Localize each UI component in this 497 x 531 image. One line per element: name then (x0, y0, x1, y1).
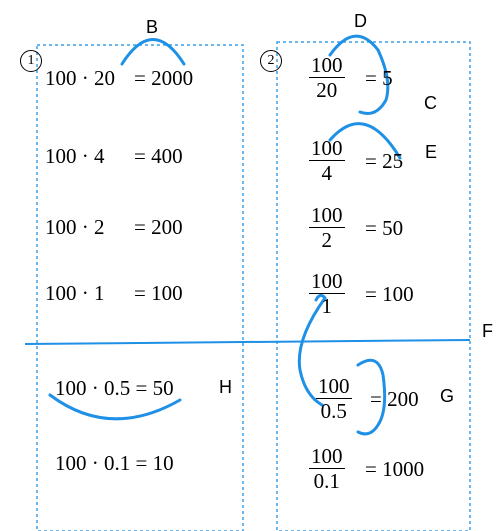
fraction-6-result: = 1000 (365, 457, 425, 481)
arc-tall-top (314, 293, 327, 302)
fraction-2: 100 4 (309, 138, 345, 184)
fraction-3: 100 2 (309, 205, 345, 251)
fraction-2-denominator: 4 (321, 161, 333, 185)
label-b: B (146, 17, 159, 37)
fraction-1: 100 20 (309, 55, 345, 101)
fraction-3-numerator: 100 (309, 203, 345, 228)
fraction-1-denominator: 20 (316, 78, 338, 102)
divider-line (24, 339, 471, 345)
fraction-6-numerator: 100 (309, 444, 345, 469)
right-dashed-box (276, 41, 471, 531)
label-h: H (219, 377, 232, 397)
left-expr-6: 100 · 0.1 = 10 (55, 451, 174, 475)
panel-number-left: 1 (20, 50, 42, 72)
left-expr-3: 100 · 2 (45, 215, 105, 239)
panel-number-right: 2 (260, 50, 282, 72)
fraction-5: 100 0.5 (316, 376, 352, 422)
left-expr-4: 100 · 1 (45, 281, 105, 305)
fraction-5-denominator: 0.5 (320, 399, 347, 423)
label-d: D (354, 11, 367, 31)
arc-tall (297, 296, 327, 407)
label-f: F (482, 321, 493, 341)
arc-b (120, 38, 186, 66)
fraction-4: 100 1 (309, 271, 345, 317)
left-result-2: = 400 (134, 144, 183, 168)
fraction-1-numerator: 100 (309, 53, 345, 78)
left-expr-1: 100 · 20 (45, 66, 115, 90)
fraction-3-denominator: 2 (321, 228, 333, 252)
fraction-6: 100 0.1 (309, 446, 345, 492)
fraction-2-numerator: 100 (309, 136, 345, 161)
left-result-1: = 2000 (134, 66, 194, 90)
arc-c (358, 48, 390, 115)
left-result-4: = 100 (134, 281, 183, 305)
fraction-4-numerator: 100 (309, 269, 345, 294)
fraction-4-result: = 100 (365, 282, 414, 306)
arc-h (48, 393, 182, 421)
fraction-2-result: = 25 (365, 149, 404, 173)
fraction-5-numerator: 100 (316, 374, 352, 399)
fraction-4-denominator: 1 (321, 294, 333, 318)
label-g: G (440, 386, 455, 406)
arc-e (328, 122, 402, 160)
fraction-1-result: = 5 (365, 66, 393, 90)
label-c: C (424, 93, 437, 113)
fraction-3-result: = 50 (365, 216, 404, 240)
left-expr-5: 100 · 0.5 = 50 (55, 376, 174, 400)
left-result-3: = 200 (134, 215, 183, 239)
fraction-5-result: = 200 (370, 387, 419, 411)
arc-g (356, 358, 387, 436)
left-expr-2: 100 · 4 (45, 144, 105, 168)
arc-d (328, 34, 380, 57)
fraction-6-denominator: 0.1 (313, 469, 340, 493)
label-e: E (425, 142, 438, 162)
